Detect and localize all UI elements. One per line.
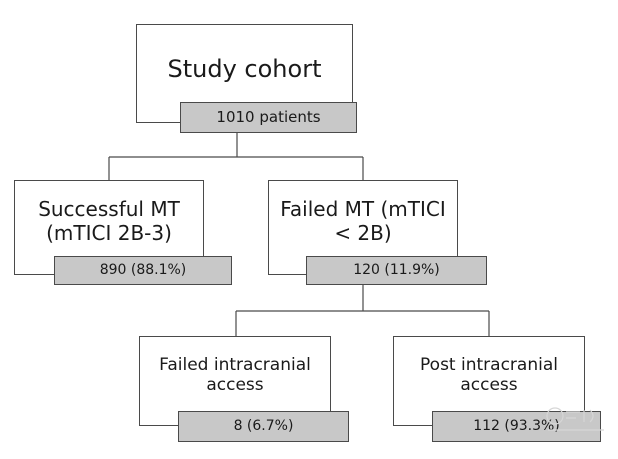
- failed-mt-count: 120 (11.9%): [306, 256, 487, 285]
- failed-intracranial-access-count: 8 (6.7%): [178, 411, 349, 442]
- failed-intracranial-access-title: Failed intracranial access: [159, 355, 311, 396]
- successful-mt-count: 890 (88.1%): [54, 256, 232, 285]
- successful-mt-title: Successful MT (mTICI 2B-3): [38, 197, 180, 245]
- study-cohort-count: 1010 patients: [180, 102, 357, 133]
- watermark-logo: [546, 407, 604, 431]
- post-intracranial-access-count: 112 (93.3%): [432, 411, 601, 442]
- post-intracranial-access-title: Post intracranial access: [420, 355, 558, 396]
- study-cohort-title: Study cohort: [167, 55, 322, 83]
- failed-mt-title: Failed MT (mTICI < 2B): [280, 197, 446, 245]
